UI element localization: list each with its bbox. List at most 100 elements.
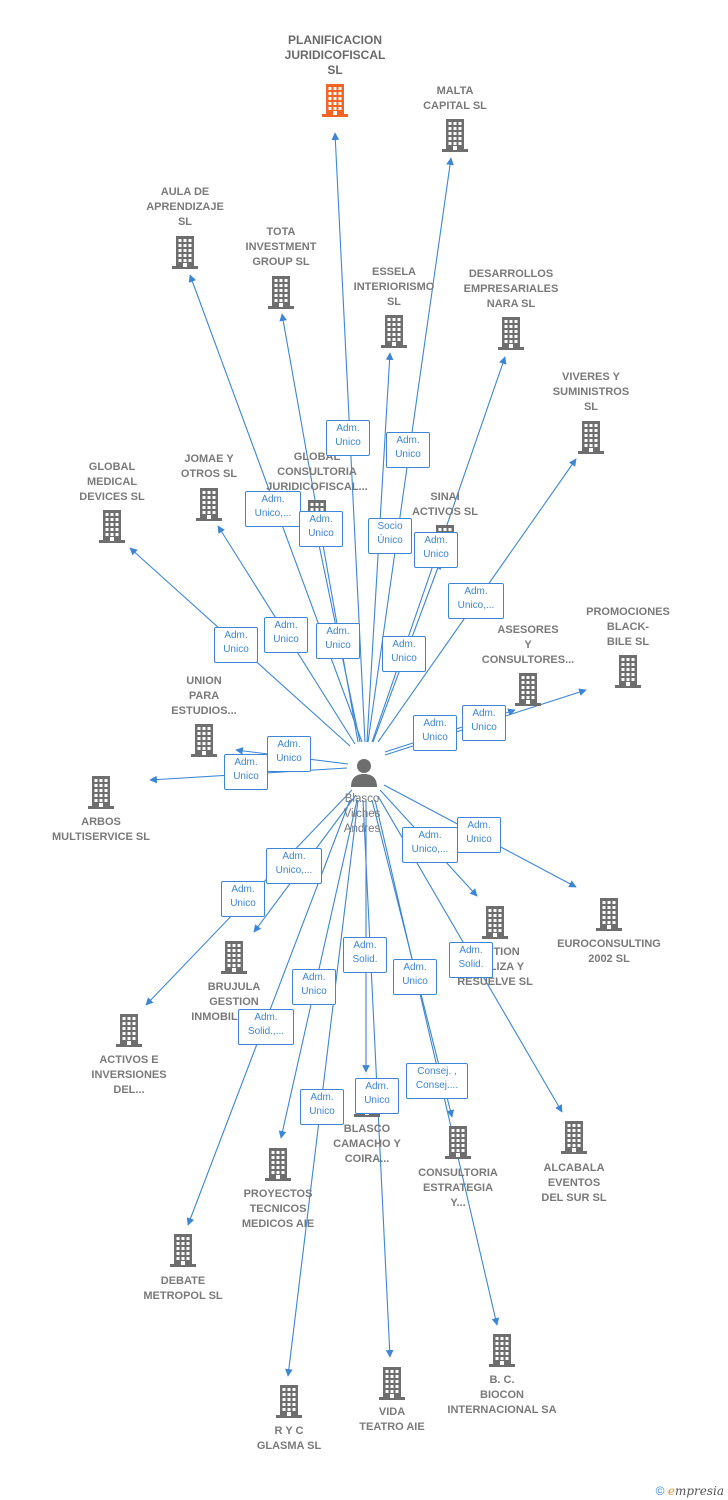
company-brujula[interactable]	[217, 938, 251, 976]
relation-label-gestion[interactable]: Adm.Unico,...	[402, 827, 458, 863]
company-euroconsulting[interactable]	[592, 895, 626, 933]
relation-label-jomae[interactable]: Adm.Unico	[264, 617, 308, 653]
company-proyectos[interactable]	[261, 1145, 295, 1183]
relation-label-blasco_camacho[interactable]: Adm.Solid.	[343, 937, 387, 973]
relation-label-biocon[interactable]: Consej. ,Consej....	[406, 1063, 468, 1099]
relation-label-tota[interactable]: Adm.Unico,...	[245, 491, 301, 527]
company-desarrollos[interactable]	[494, 314, 528, 352]
company-asesores[interactable]	[511, 670, 545, 708]
footer-brand[interactable]: © empresia	[656, 1484, 724, 1498]
relation-label-viveres[interactable]: Adm.Unico,...	[448, 583, 504, 619]
company-name-line: JURIDICOFISCAL	[284, 48, 386, 62]
building-icon	[276, 1385, 302, 1418]
relation-label-essela[interactable]: Adm.Unico	[299, 511, 343, 547]
relation-label-alcabala[interactable]: Adm.Solid.	[449, 942, 493, 978]
company-name-line: SL	[177, 216, 193, 228]
company-name-line: PARA	[188, 690, 220, 702]
company-union[interactable]	[187, 721, 221, 759]
company-global_medical[interactable]	[95, 507, 129, 545]
relation-label-malta[interactable]: Adm.Unico	[386, 432, 430, 468]
company-biocon[interactable]	[485, 1331, 519, 1369]
company-promociones[interactable]	[611, 652, 645, 690]
company-name-line: OTROS SL	[180, 468, 238, 480]
relation-label-brujula[interactable]: Adm.Unico,...	[266, 848, 322, 884]
relation-label-promociones[interactable]: Adm.Unico	[462, 705, 506, 741]
relation-label-debate[interactable]: Adm.Solid.,...	[238, 1009, 294, 1045]
company-vida[interactable]	[375, 1364, 409, 1402]
company-activos[interactable]	[112, 1011, 146, 1049]
relation-label-global_medical[interactable]: Adm.Unico	[214, 627, 258, 663]
company-gestion[interactable]	[478, 903, 512, 941]
company-essela[interactable]	[377, 312, 411, 350]
relation-label-proyectos[interactable]: Adm.Unico	[292, 969, 336, 1005]
company-planificacion[interactable]	[318, 81, 352, 119]
company-alcabala[interactable]	[557, 1118, 591, 1156]
relation-label-vida[interactable]: Adm.Unico	[355, 1078, 399, 1114]
person-node[interactable]	[348, 756, 380, 788]
relation-label-planificacion[interactable]: Adm.Unico	[326, 420, 370, 456]
relation-label-sinai[interactable]: Adm.Unico	[382, 636, 426, 672]
company-label-aula[interactable]: AULA DE APRENDIZAJE SL	[115, 185, 255, 230]
relation-label-desarrollos[interactable]: Adm.Unico	[414, 532, 458, 568]
company-aula[interactable]	[168, 233, 202, 271]
relation-label-union[interactable]: Adm.Unico	[267, 736, 311, 772]
company-name-line: MALTA	[436, 85, 474, 97]
company-arbos[interactable]	[84, 773, 118, 811]
company-name-line: EVENTOS	[547, 1177, 601, 1189]
company-name-line: BIOCON	[480, 1389, 524, 1401]
company-consultoria_estrategia[interactable]	[441, 1123, 475, 1161]
company-tota[interactable]	[264, 273, 298, 311]
relation-label-consultoria_estrategia[interactable]: Adm.Unico	[393, 959, 437, 995]
relation-label-arbos[interactable]: Adm.Unico	[224, 754, 268, 790]
company-name-line: AULA DE	[160, 186, 210, 198]
company-name-line: MEDICAL	[86, 476, 138, 488]
relation-label-ryc[interactable]: Adm.Unico	[300, 1089, 344, 1125]
relation-role-line: Unico	[395, 449, 421, 460]
relation-label-aula[interactable]: Adm.Unico	[316, 623, 360, 659]
relation-role-line: Unico	[276, 753, 302, 764]
company-ryc[interactable]	[272, 1382, 306, 1420]
company-debate[interactable]	[166, 1231, 200, 1269]
company-name-line: R Y C	[274, 1425, 304, 1437]
company-name-line: INTERIORISMO	[353, 281, 435, 293]
company-malta[interactable]	[438, 116, 472, 154]
company-jomae[interactable]	[192, 485, 226, 523]
relation-role-line: Adm.	[309, 514, 333, 525]
person-name-line-2: Vilches	[343, 808, 381, 820]
company-viveres[interactable]	[574, 418, 608, 456]
relation-label-asesores[interactable]: Adm.Unico	[413, 715, 457, 751]
relation-label-euroconsulting[interactable]: Adm.Unico	[457, 817, 501, 853]
company-name-line: APRENDIZAJE	[146, 201, 224, 213]
company-name-line: PROMOCIONES	[586, 606, 670, 618]
relation-label-activos[interactable]: Adm.Unico	[221, 881, 265, 917]
